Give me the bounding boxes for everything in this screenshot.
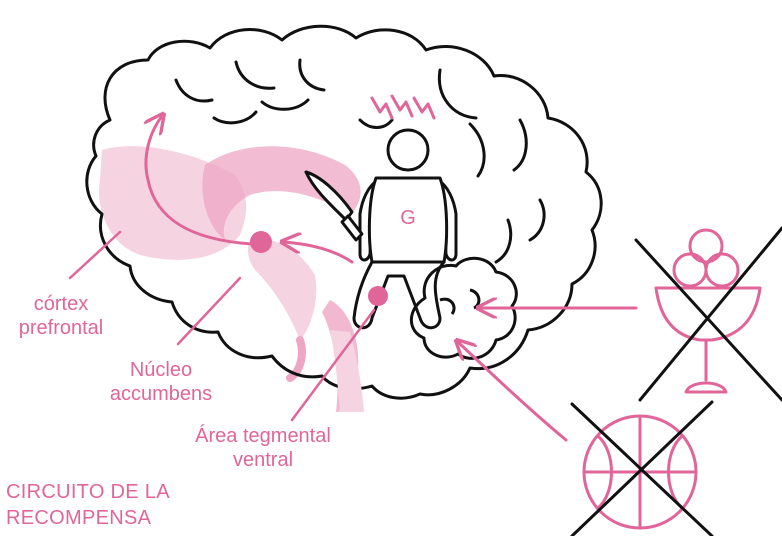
title-line2: RECOMPENSA <box>6 505 170 531</box>
label-cortex-prefrontal: córtex prefrontal <box>6 292 116 340</box>
lightning-icon <box>372 96 434 118</box>
vta-node <box>368 286 388 306</box>
nucleus-accumbens-node <box>250 231 272 253</box>
label-cortex-line2: prefrontal <box>6 316 116 340</box>
cross-out-icon <box>636 228 782 400</box>
label-nucleo-line2: accumbens <box>106 382 216 406</box>
label-area-line1: Área tegmental <box>178 424 348 448</box>
brainstem <box>330 330 364 412</box>
label-nucleo-line1: Núcleo <box>106 358 216 382</box>
label-nucleo-accumbens: Núcleo accumbens <box>106 358 216 406</box>
ice-cream-sundae-icon <box>656 230 760 392</box>
cross-out-icon <box>572 402 712 536</box>
label-area-tegmental: Área tegmental ventral <box>178 424 348 472</box>
diagram-title: CIRCUITO DE LA RECOMPENSA <box>6 479 170 531</box>
label-area-line2: ventral <box>178 448 348 472</box>
figure-letter: G <box>400 207 416 229</box>
title-line1: CIRCUITO DE LA <box>6 479 170 505</box>
label-cortex-line1: córtex <box>6 292 116 316</box>
